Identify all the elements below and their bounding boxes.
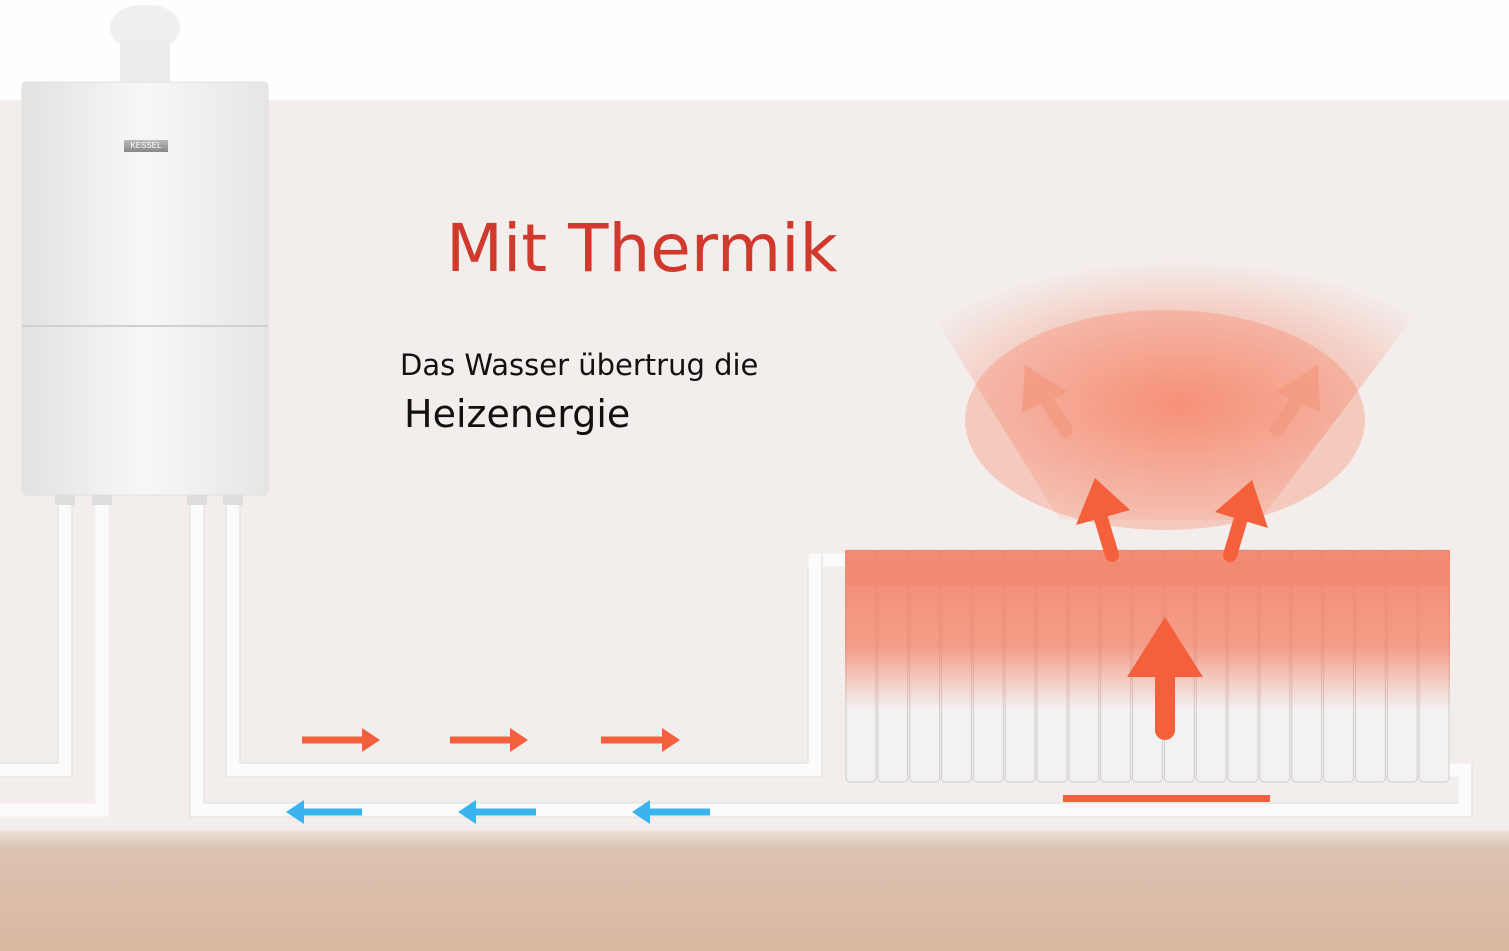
- heat-bar: [1063, 795, 1270, 802]
- arrow-up-right-icon: [1275, 365, 1320, 412]
- arrow-up-left-icon: [1076, 478, 1130, 525]
- boiler: [21, 5, 269, 505]
- description-line-2: Heizenergie: [404, 392, 631, 436]
- arrow-left-icon: [458, 800, 476, 824]
- heat-plume: [880, 230, 1480, 520]
- arrow-right-icon: [510, 728, 528, 752]
- boiler-label: KESSEL: [124, 140, 168, 152]
- arrow-left-icon: [286, 800, 304, 824]
- arrow-right-icon: [362, 728, 380, 752]
- diagram-title: Mit Thermik: [446, 210, 838, 287]
- pipes: [0, 495, 1472, 817]
- arrow-up-icon: [1127, 617, 1203, 677]
- arrow-up-left-icon: [1022, 365, 1068, 412]
- arrow-right-icon: [662, 728, 680, 752]
- heat-rising-arrows: [1076, 478, 1268, 740]
- faded-heat-arrows: [1022, 365, 1320, 437]
- arrow-up-right-icon: [1215, 480, 1268, 528]
- arrow-left-icon: [632, 800, 650, 824]
- description-line-1: Das Wasser übertrug die: [400, 348, 759, 382]
- floor: [0, 830, 1509, 951]
- radiator-heat: [845, 550, 1450, 710]
